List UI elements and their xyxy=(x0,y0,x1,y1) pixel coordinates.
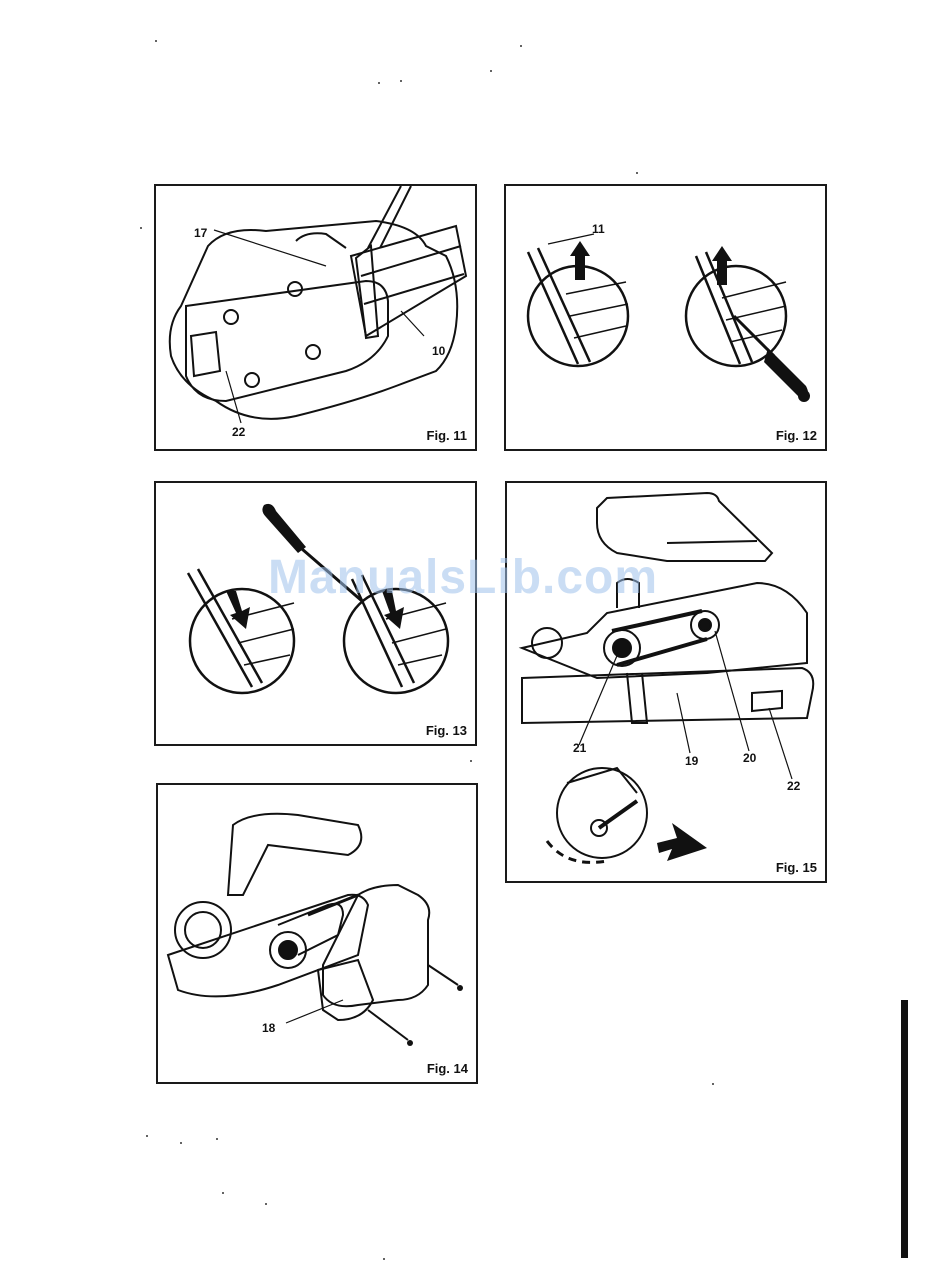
scan-speck xyxy=(490,70,492,72)
scan-speck xyxy=(155,40,157,42)
scan-speck xyxy=(712,1083,714,1085)
callout-22: 22 xyxy=(787,779,800,793)
figure-15-panel: 21 19 20 22 Fig. 15 xyxy=(505,481,827,883)
callout-18: 18 xyxy=(262,1021,275,1035)
figure-caption: Fig. 15 xyxy=(776,860,817,875)
scan-speck xyxy=(383,1258,385,1260)
figure-11-panel: 17 10 22 Fig. 11 xyxy=(154,184,477,451)
scan-edge-bar xyxy=(901,1000,908,1258)
scan-speck xyxy=(265,1203,267,1205)
scan-speck xyxy=(146,1135,148,1137)
figure-caption: Fig. 13 xyxy=(426,723,467,738)
callout-19: 19 xyxy=(685,754,698,768)
figure-caption: Fig. 12 xyxy=(776,428,817,443)
scan-speck xyxy=(222,1192,224,1194)
callout-21: 21 xyxy=(573,741,586,755)
scan-speck xyxy=(180,1142,182,1144)
figure-13-panel: Fig. 13 xyxy=(154,481,477,746)
watermark-text: ManualsLib.com xyxy=(268,550,658,605)
scan-speck xyxy=(520,45,522,47)
figure-14-illustration xyxy=(158,785,476,1082)
figure-15-illustration xyxy=(507,483,825,881)
scan-speck xyxy=(216,1138,218,1140)
figure-14-panel: 18 Fig. 14 xyxy=(156,783,478,1084)
callout-20: 20 xyxy=(743,751,756,765)
figure-caption: Fig. 11 xyxy=(427,428,467,443)
scan-speck xyxy=(470,760,472,762)
figure-caption: Fig. 14 xyxy=(427,1061,468,1076)
callout-17: 17 xyxy=(194,226,207,240)
scan-speck xyxy=(400,80,402,82)
callout-11: 11 xyxy=(592,222,605,236)
figure-13-illustration xyxy=(156,483,475,744)
scan-speck xyxy=(140,227,142,229)
callout-22: 22 xyxy=(232,425,245,439)
scan-speck xyxy=(636,172,638,174)
figure-12-illustration xyxy=(506,186,825,449)
figure-12-panel: 11 Fig. 12 xyxy=(504,184,827,451)
callout-10: 10 xyxy=(432,344,445,358)
scan-speck xyxy=(378,82,380,84)
